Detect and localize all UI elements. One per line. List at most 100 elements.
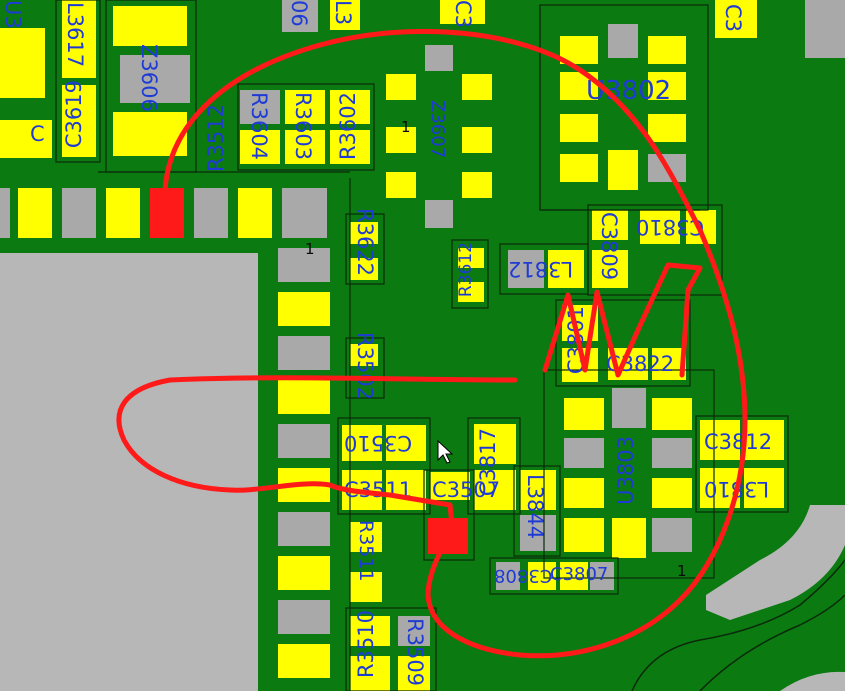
pad bbox=[113, 6, 187, 46]
pad bbox=[528, 562, 556, 590]
pad bbox=[350, 258, 378, 280]
pad bbox=[62, 0, 96, 78]
pad bbox=[386, 425, 426, 461]
pad bbox=[715, 0, 757, 38]
ground-pad bbox=[652, 518, 692, 552]
large-ic-body bbox=[0, 253, 258, 691]
silkscreen-outline bbox=[423, 469, 475, 561]
pad bbox=[592, 210, 628, 240]
pad bbox=[560, 114, 598, 142]
silkscreen-outline bbox=[345, 213, 385, 285]
pad bbox=[278, 644, 330, 678]
pad bbox=[330, 90, 370, 124]
silkscreen-outline bbox=[499, 243, 589, 295]
ground-region bbox=[706, 505, 845, 620]
label-c-left: C bbox=[30, 122, 45, 146]
ground-pad bbox=[120, 55, 190, 103]
label-c3812: C3812 bbox=[704, 430, 773, 454]
ground-pad bbox=[0, 188, 10, 238]
pad bbox=[350, 656, 390, 691]
pad bbox=[0, 120, 52, 158]
ground-pad bbox=[425, 200, 453, 228]
marked-pad bbox=[150, 188, 184, 238]
silkscreen-outline bbox=[513, 465, 561, 557]
ground-pad bbox=[278, 512, 330, 546]
pad bbox=[700, 420, 740, 460]
cursor-arrow-icon bbox=[437, 439, 454, 464]
pad bbox=[62, 85, 96, 157]
label-r3604: R3604 bbox=[247, 92, 271, 161]
pin1-marker: 1 bbox=[677, 562, 687, 580]
pad bbox=[430, 472, 470, 500]
pad bbox=[608, 150, 638, 190]
pad bbox=[386, 127, 416, 153]
pad bbox=[238, 188, 272, 238]
ground-pad bbox=[805, 0, 845, 58]
pad bbox=[652, 398, 692, 430]
ground-pad bbox=[282, 188, 327, 238]
pad bbox=[462, 74, 492, 100]
label-c3807: C3807 bbox=[550, 564, 609, 585]
pad bbox=[652, 478, 692, 508]
pad bbox=[744, 468, 784, 508]
pad bbox=[285, 130, 325, 164]
pad bbox=[474, 424, 516, 464]
board-edge bbox=[699, 594, 845, 691]
ground-pad bbox=[564, 438, 604, 468]
ground-pad bbox=[590, 562, 614, 590]
pad bbox=[458, 282, 484, 302]
pad bbox=[386, 172, 416, 198]
pad bbox=[330, 130, 370, 164]
ground-region bbox=[780, 671, 845, 691]
label-z3606: Z3606 bbox=[137, 44, 161, 112]
pad bbox=[278, 292, 330, 326]
pad bbox=[350, 572, 382, 602]
pad bbox=[612, 518, 646, 558]
label-c3809: C3809 bbox=[597, 212, 621, 281]
label-r3509: R3509 bbox=[403, 618, 427, 687]
pad bbox=[458, 248, 484, 268]
pin1-marker: 1 bbox=[305, 240, 315, 258]
ground-pad bbox=[398, 616, 430, 646]
pad bbox=[640, 210, 680, 244]
label-z3607: Z3607 bbox=[427, 100, 448, 159]
pad bbox=[564, 478, 604, 508]
silkscreen-outline bbox=[555, 299, 691, 387]
ground-pad bbox=[278, 248, 330, 282]
label-c3507: C3507 bbox=[432, 478, 501, 502]
pad bbox=[548, 250, 584, 288]
label-r3502: R3502 bbox=[353, 332, 377, 401]
silkscreen-outline bbox=[539, 4, 709, 211]
ground-pad bbox=[425, 45, 453, 71]
label-c3-top: C3 bbox=[451, 0, 475, 29]
silkscreen-outline bbox=[237, 83, 375, 171]
ground-pad bbox=[278, 336, 330, 370]
silkscreen-outline bbox=[345, 337, 385, 399]
pad bbox=[342, 425, 382, 461]
silkscreen-outline bbox=[489, 557, 619, 595]
ground-pad bbox=[278, 600, 330, 634]
silkscreen-outline bbox=[695, 415, 789, 513]
silkscreen-outline bbox=[337, 417, 431, 515]
pad bbox=[560, 562, 588, 590]
pad bbox=[278, 380, 330, 414]
pad bbox=[240, 130, 280, 164]
red-zigzag-annotation bbox=[542, 262, 703, 378]
ground-pad bbox=[282, 0, 318, 32]
pad bbox=[648, 72, 686, 100]
pad bbox=[520, 470, 556, 510]
board-edge bbox=[631, 559, 845, 691]
ground-pad bbox=[508, 250, 544, 288]
ground-pad bbox=[278, 424, 330, 458]
pad bbox=[474, 470, 516, 510]
pad bbox=[386, 74, 416, 100]
pad bbox=[0, 28, 45, 98]
pad bbox=[564, 398, 604, 430]
label-l3617: L3617 bbox=[63, 2, 87, 68]
label-u3: U3 bbox=[1, 0, 25, 29]
pad bbox=[398, 656, 430, 691]
pad bbox=[564, 518, 604, 552]
pad bbox=[386, 470, 426, 510]
